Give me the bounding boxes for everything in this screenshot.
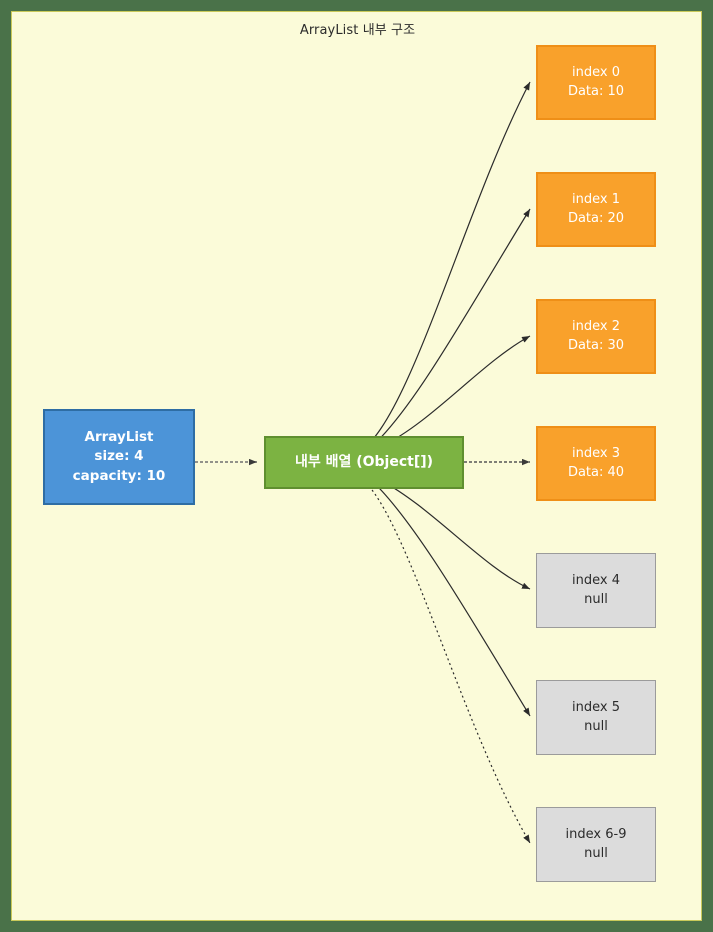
node-slot-0[interactable]: index 0 Data: 10 bbox=[536, 45, 656, 120]
slot-5-value: null bbox=[584, 718, 608, 734]
arraylist-title: ArrayList bbox=[84, 428, 154, 445]
edge-array-to-slot-5 bbox=[368, 477, 531, 717]
node-slot-2[interactable]: index 2 Data: 30 bbox=[536, 299, 656, 374]
edge-array-to-slot-1 bbox=[368, 208, 531, 450]
slot-3-value: Data: 40 bbox=[567, 464, 625, 480]
node-slot-4[interactable]: index 4 null bbox=[536, 553, 656, 628]
node-slot-5[interactable]: index 5 null bbox=[536, 680, 656, 755]
node-slot-6-9[interactable]: index 6-9 null bbox=[536, 807, 656, 882]
edge-array-to-slot-0 bbox=[362, 81, 531, 450]
node-slot-1[interactable]: index 1 Data: 20 bbox=[536, 172, 656, 247]
slot-3-index: index 3 bbox=[572, 445, 620, 461]
slot-6-index: index 6-9 bbox=[565, 826, 627, 842]
slot-4-value: null bbox=[584, 591, 608, 607]
node-slot-3[interactable]: index 3 Data: 40 bbox=[536, 426, 656, 501]
slot-5-index: index 5 bbox=[572, 699, 620, 715]
edge-array-to-slot-2 bbox=[381, 335, 531, 447]
node-internal-array[interactable]: 내부 배열 (Object[]) bbox=[264, 436, 464, 489]
node-arraylist[interactable]: ArrayList size: 4 capacity: 10 bbox=[43, 409, 195, 505]
edge-array-to-slot-6 bbox=[361, 478, 531, 844]
slot-1-value: Data: 20 bbox=[567, 210, 625, 226]
slot-1-index: index 1 bbox=[572, 191, 620, 207]
slot-2-index: index 2 bbox=[572, 318, 620, 334]
slot-2-value: Data: 30 bbox=[567, 337, 625, 353]
slot-0-value: Data: 10 bbox=[567, 83, 625, 99]
arraylist-capacity: capacity: 10 bbox=[72, 467, 166, 484]
slot-6-value: null bbox=[584, 845, 608, 861]
slot-0-index: index 0 bbox=[572, 64, 620, 80]
arraylist-size: size: 4 bbox=[94, 448, 144, 465]
diagram-surface: ArrayList 내부 구조 bbox=[11, 11, 702, 921]
internal-array-label: 내부 배열 (Object[]) bbox=[294, 454, 434, 471]
slot-4-index: index 4 bbox=[572, 572, 620, 588]
diagram-title: ArrayList 내부 구조 bbox=[299, 23, 416, 38]
edge-array-to-slot-4 bbox=[379, 479, 531, 590]
